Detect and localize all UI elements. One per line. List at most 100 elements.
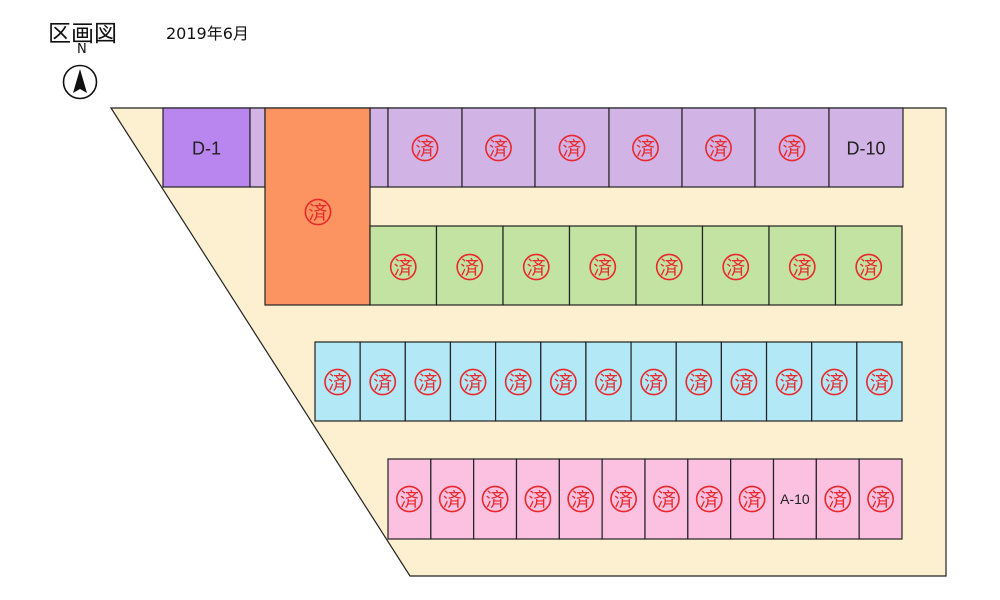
plot-row-b[interactable]: [856, 341, 903, 422]
sold-stamp-text: 済: [460, 257, 479, 279]
plot-row-c[interactable]: [768, 225, 837, 306]
plot-row-d[interactable]: [387, 107, 463, 188]
sold-stamp-icon: 済: [655, 253, 683, 281]
sold-stamp-icon: 済: [867, 485, 894, 513]
plot-row-a[interactable]: [815, 458, 860, 540]
plot-row-d[interactable]: [162, 107, 251, 188]
sold-stamp-icon: 済: [304, 198, 332, 226]
sold-stamp-icon: 済: [558, 134, 586, 162]
sold-stamp-text: 済: [571, 489, 590, 511]
sold-stamp-icon: 済: [632, 134, 659, 162]
plot-row-c[interactable]: [435, 225, 504, 306]
sold-stamp-text: 済: [614, 489, 633, 511]
sold-stamp-icon: 済: [695, 485, 723, 513]
plot-row-d[interactable]: [681, 107, 756, 188]
sold-stamp-icon: 済: [866, 368, 893, 396]
sold-stamp-text: 済: [418, 372, 437, 394]
plot-row-b[interactable]: [359, 341, 406, 422]
sold-stamp-icon: 済: [485, 134, 512, 162]
sold-stamp-icon: 済: [788, 253, 816, 281]
sold-stamp-text: 済: [489, 138, 508, 160]
sold-stamp-icon: 済: [640, 368, 668, 396]
sold-stamp-icon: 済: [595, 368, 622, 396]
sold-stamp-icon: 済: [549, 368, 577, 396]
plot-row-c[interactable]: [701, 225, 770, 306]
plot-row-d[interactable]: [369, 107, 389, 188]
plot-row-d[interactable]: [608, 107, 683, 188]
plot-row-c[interactable]: [635, 225, 704, 306]
plot-row-a[interactable]: [430, 458, 475, 540]
plot-row-a[interactable]: [601, 458, 646, 540]
sold-stamp-icon: 済: [411, 134, 439, 162]
sold-stamp-text: 済: [709, 138, 728, 160]
sold-stamp-text: 済: [563, 138, 582, 160]
sold-stamp-text: 済: [373, 372, 392, 394]
sold-stamp-icon: 済: [778, 134, 806, 162]
plot-row-c[interactable]: [568, 225, 637, 306]
sold-stamp-text: 済: [509, 372, 528, 394]
sold-stamp-text: 済: [593, 257, 612, 279]
sold-stamp-icon: 済: [705, 134, 732, 162]
sold-stamp-icon: 済: [396, 485, 423, 513]
sold-stamp-icon: 済: [389, 253, 417, 281]
plot-row-b[interactable]: [540, 341, 587, 422]
plot-label: A-10: [780, 491, 810, 507]
plot-row-a[interactable]: [687, 458, 732, 540]
plot-row-d[interactable]: [828, 107, 904, 188]
plot-row-a[interactable]: [473, 458, 518, 540]
north-label: N: [77, 42, 87, 57]
sold-stamp-text: 済: [726, 257, 745, 279]
plot-row-d[interactable]: [461, 107, 536, 188]
plot-row-b[interactable]: [630, 341, 677, 422]
sold-stamp-text: 済: [400, 489, 419, 511]
north-arrow-icon: [62, 64, 98, 100]
sold-stamp-text: 済: [528, 489, 547, 511]
sold-stamp-icon: 済: [567, 485, 595, 513]
map-title: 区画図: [48, 21, 117, 47]
sold-stamp-text: 済: [486, 489, 505, 511]
sold-stamp-text: 済: [689, 372, 708, 394]
plot-row-b[interactable]: [495, 341, 542, 422]
sold-stamp-text: 済: [660, 257, 679, 279]
sold-stamp-text: 済: [644, 372, 663, 394]
sold-stamp-text: 済: [328, 372, 347, 394]
plot-row-b[interactable]: [404, 341, 452, 422]
sold-stamp-icon: 済: [324, 368, 351, 396]
sold-stamp-text: 済: [443, 489, 462, 511]
sold-stamp-icon: 済: [730, 368, 758, 396]
sold-stamp-icon: 済: [522, 253, 550, 281]
plot-row-a[interactable]: [644, 458, 689, 540]
plot-row-a[interactable]: [772, 458, 817, 540]
sold-stamp-icon: 済: [369, 368, 397, 396]
sold-stamp-icon: 済: [459, 368, 487, 396]
plot-row-a[interactable]: [730, 458, 775, 540]
plot-row-c[interactable]: [834, 225, 903, 306]
sold-stamp-text: 済: [464, 372, 483, 394]
plot-row-b[interactable]: [720, 341, 768, 422]
plot-orange[interactable]: [264, 107, 371, 306]
sold-stamp-text: 済: [700, 489, 719, 511]
plot-row-d[interactable]: [249, 107, 266, 188]
sold-stamp-icon: 済: [524, 485, 552, 513]
sold-stamp-icon: 済: [820, 368, 848, 396]
sold-stamp-text: 済: [859, 257, 878, 279]
sold-stamp-icon: 済: [589, 253, 617, 281]
plot-row-a[interactable]: [858, 458, 903, 540]
sold-stamp-text: 済: [870, 372, 889, 394]
sold-stamp-icon: 済: [456, 253, 484, 281]
sold-stamp-text: 済: [871, 489, 890, 511]
sold-stamp-icon: 済: [738, 485, 766, 513]
sold-stamp-icon: 済: [775, 368, 803, 396]
sold-stamp-text: 済: [599, 372, 618, 394]
sold-stamp-text: 済: [735, 372, 754, 394]
plot-row-a[interactable]: [515, 458, 560, 540]
sold-stamp-icon: 済: [653, 485, 680, 513]
sold-stamp-icon: 済: [722, 253, 750, 281]
sold-stamp-text: 済: [527, 257, 546, 279]
plot-row-b[interactable]: [449, 341, 497, 422]
plot-row-c[interactable]: [369, 225, 438, 306]
plot-row-b[interactable]: [675, 341, 722, 422]
sold-stamp-text: 済: [793, 257, 812, 279]
sold-stamp-icon: 済: [610, 485, 637, 513]
sold-stamp-text: 済: [828, 489, 847, 511]
